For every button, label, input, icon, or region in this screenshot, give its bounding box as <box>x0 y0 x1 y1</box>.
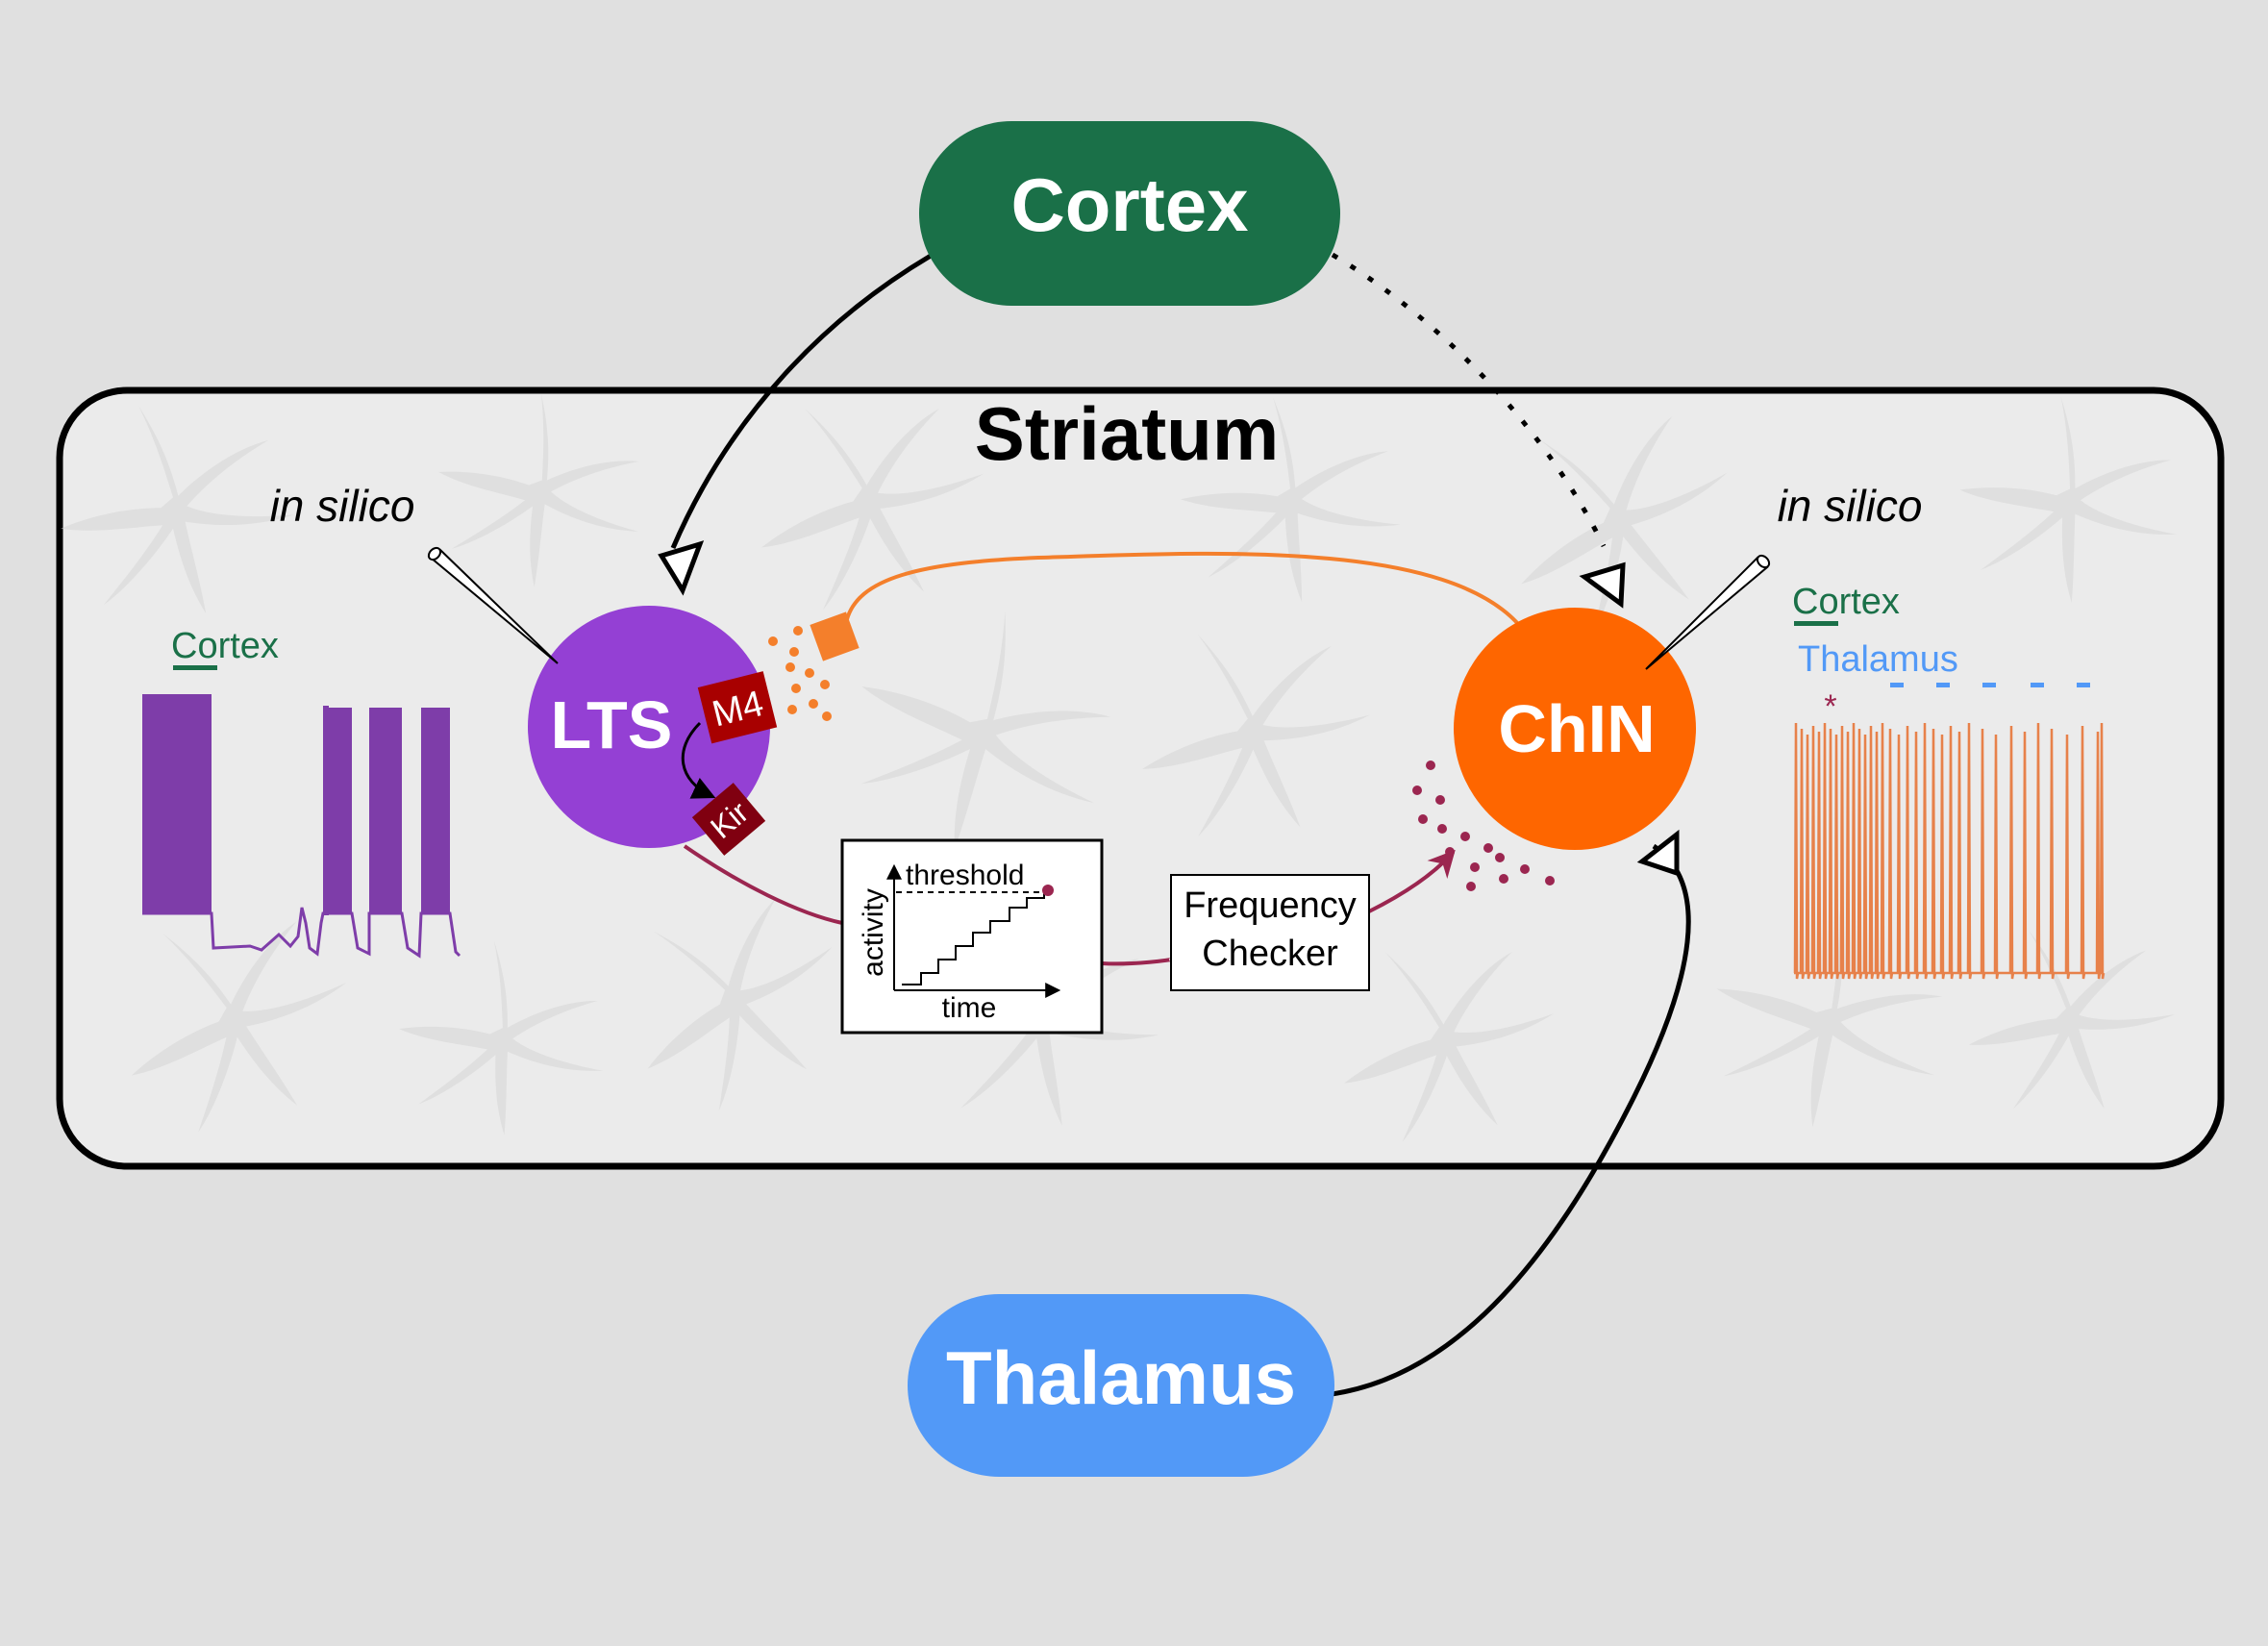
left-cortex-stim-label: Cortex <box>171 626 279 666</box>
lts-output-path-segment-1 <box>683 844 843 925</box>
cortex-to-chin-projection <box>1331 252 1607 548</box>
threshold-crossing-marker <box>1042 885 1054 896</box>
cortex-to-lts-projection <box>670 253 933 549</box>
chin-to-lts-cholinergic-projection <box>844 551 1521 627</box>
cortex-chin-synapse-icon <box>1579 561 1626 609</box>
thalamus-chin-synapse-icon <box>1636 829 1680 877</box>
kir-channel: Kir <box>691 783 766 856</box>
striatum-title: Striatum <box>975 391 1279 476</box>
left-in-silico-label: in silico <box>270 481 415 531</box>
chin-spike-train <box>1793 722 2106 980</box>
cortex-node: Cortex <box>919 121 1340 306</box>
cortex-node-label: Cortex <box>1010 162 1248 247</box>
acetylcholine-release-icon <box>768 626 832 721</box>
right-cortex-stim-bar <box>1794 621 1838 626</box>
lts-output-path-segment-3 <box>1368 849 1456 913</box>
left-electrode-tip <box>427 546 442 561</box>
right-electrode-tip <box>1756 554 1771 569</box>
output-release-icon <box>1412 761 1555 891</box>
chin-label: ChIN <box>1498 691 1655 766</box>
cortex-lts-synapse-icon <box>658 540 705 596</box>
frequency-checker-line1: Frequency <box>1184 885 1357 926</box>
accumulation-staircase <box>902 890 1045 985</box>
lts-label: LTS <box>550 687 672 762</box>
thalamus-to-chin-projection <box>1331 843 1691 1397</box>
threshold-accumulator-box: threshold time activity <box>840 838 1104 1035</box>
chin-neuron: ChIN <box>1454 608 1696 850</box>
frequency-checker-line2: Checker <box>1202 934 1338 974</box>
thalamus-stim-bars <box>1890 683 2090 687</box>
left-voltage-trace <box>142 694 461 959</box>
right-cortex-stim-label: Cortex <box>1792 582 1900 622</box>
cholinergic-terminal-icon <box>810 611 860 661</box>
threshold-label: threshold <box>906 860 1024 891</box>
thalamus-node-label: Thalamus <box>946 1335 1296 1420</box>
left-cortex-stim-bar <box>173 665 217 670</box>
m4-receptor: M4 <box>697 671 778 744</box>
frequency-checker-box: Frequency Checker <box>1170 874 1370 991</box>
thalamus-node: Thalamus <box>908 1294 1334 1477</box>
right-thalamus-stim-label: Thalamus <box>1798 639 1958 680</box>
special-spike-marker: * <box>1824 688 1836 725</box>
m4-to-kir-arrow <box>681 721 716 799</box>
right-voltage-trace <box>1793 722 2106 980</box>
threshold-xlabel: time <box>942 992 997 1024</box>
right-in-silico-label: in silico <box>1778 481 1923 531</box>
threshold-ylabel: activity <box>858 888 889 977</box>
